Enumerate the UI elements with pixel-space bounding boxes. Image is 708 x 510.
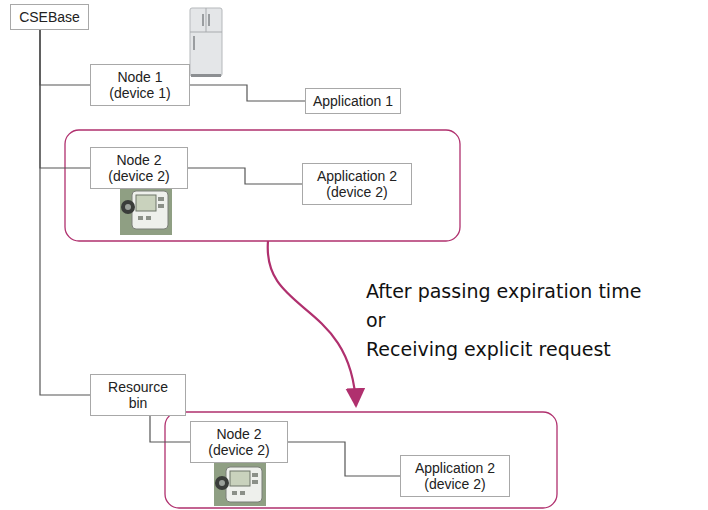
fridge-icon [190,8,222,77]
application-box: Application 1 [305,88,401,114]
application-box: Application 2 (device 2) [400,455,510,497]
device-icon [120,183,172,235]
tree-connector [40,30,90,85]
tree-connector [150,416,190,442]
annotation-text: or [366,309,385,331]
node-box: Resource bin [90,374,186,416]
tree-connector [288,442,400,476]
tree-connector [40,30,90,395]
box-label: Application 2 (device 2) [309,168,405,200]
tree-connector [190,85,305,101]
application-box: Application 2 (device 2) [302,163,412,205]
node-box: CSEBase [10,4,89,30]
box-label: Node 1 (device 1) [97,69,183,101]
node-box: Node 2 (device 2) [90,147,188,189]
group-outline [65,130,460,241]
tree-connector [188,168,302,184]
node-box: Node 2 (device 2) [190,421,288,463]
box-label: CSEBase [17,9,82,25]
box-label: Resource bin [97,379,179,411]
box-label: Node 2 (device 2) [97,152,181,184]
box-label: Application 2 (device 2) [407,460,503,492]
node-box: Node 1 (device 1) [90,64,190,106]
tree-connector [40,30,90,168]
group-outline [165,412,557,508]
box-label: Application 1 [312,93,394,109]
device-icon [214,462,266,506]
annotation-text: After passing expiration time [366,280,641,302]
annotation-text: Receiving explicit request [366,338,611,360]
move-arrow [268,241,356,406]
box-label: Node 2 (device 2) [197,426,281,458]
